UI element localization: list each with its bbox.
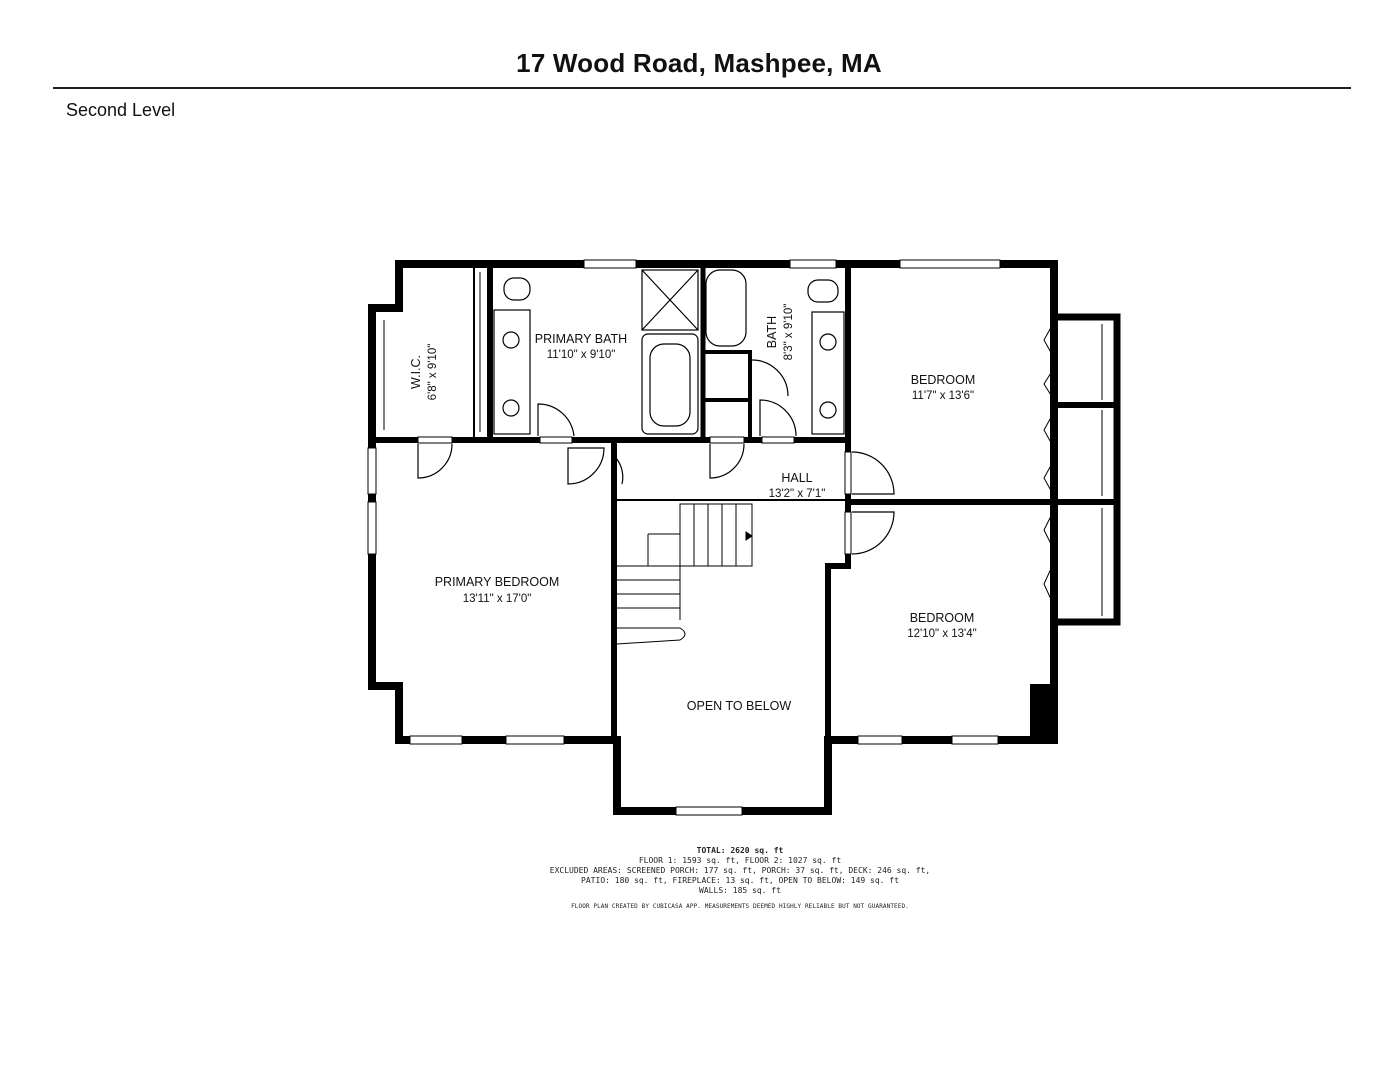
toilet bbox=[807, 279, 839, 303]
room-dims-primary-bath: 11'10" x 9'10" bbox=[547, 349, 616, 361]
room-label-bedroom-2: BEDROOM bbox=[910, 611, 975, 625]
tub-inner bbox=[649, 343, 691, 427]
window bbox=[857, 735, 903, 745]
chimney bbox=[1030, 684, 1056, 742]
room-dims-bedroom-1: 11'7" x 13'6" bbox=[912, 390, 974, 402]
window bbox=[951, 735, 999, 745]
walls-area: WALLS: 185 sq. ft bbox=[699, 886, 781, 895]
shower-x bbox=[641, 269, 699, 331]
room-dims-hall: 13'2" x 7'1" bbox=[769, 488, 826, 500]
sink bbox=[502, 399, 520, 417]
door bbox=[709, 443, 745, 479]
wall-bath-linen bbox=[701, 350, 752, 442]
room-dims-wic: 6'8" x 9'10" bbox=[427, 344, 439, 401]
sink bbox=[819, 333, 837, 351]
room-label-bedroom-1: BEDROOM bbox=[911, 373, 976, 387]
level-label: Second Level bbox=[66, 100, 176, 120]
door bbox=[537, 403, 575, 437]
room-label-primary-bath: PRIMARY BATH bbox=[535, 332, 627, 346]
room-label-hall: HALL bbox=[781, 471, 812, 485]
window bbox=[409, 735, 463, 745]
door bbox=[567, 447, 605, 485]
door bbox=[417, 443, 453, 479]
sink bbox=[819, 401, 837, 419]
door bbox=[751, 359, 789, 397]
room-dims-bedroom-2: 12'10" x 13'4" bbox=[907, 628, 976, 640]
room-dims-bath: 8'3" x 9'10" bbox=[783, 304, 795, 361]
door bbox=[611, 453, 624, 485]
window bbox=[505, 735, 565, 745]
window bbox=[675, 806, 743, 816]
closet-doors bbox=[1043, 411, 1055, 497]
tub-bath bbox=[705, 269, 747, 347]
window bbox=[899, 259, 1001, 269]
excluded-areas: EXCLUDED AREAS: SCREENED PORCH: 177 sq. … bbox=[549, 866, 931, 875]
page-title: 17 Wood Road, Mashpee, MA bbox=[516, 48, 882, 78]
floor-areas: FLOOR 1: 1593 sq. ft, FLOOR 2: 1027 sq. … bbox=[638, 856, 842, 865]
window bbox=[583, 259, 637, 269]
window bbox=[367, 447, 377, 495]
room-label-wic: W.I.C. bbox=[409, 355, 423, 389]
door bbox=[759, 399, 797, 437]
window bbox=[789, 259, 837, 269]
door bbox=[851, 511, 895, 555]
room-dims-primary-bedroom: 13'11" x 17'0" bbox=[463, 593, 532, 605]
toilet bbox=[503, 277, 531, 301]
exterior-wall-west bbox=[368, 260, 621, 744]
closet-doors bbox=[1043, 321, 1055, 401]
door bbox=[851, 451, 895, 495]
disclaimer: FLOOR PLAN CREATED BY CUBICASA APP. MEAS… bbox=[571, 903, 909, 910]
room-label-primary-bedroom: PRIMARY BEDROOM bbox=[435, 575, 560, 589]
area-summary: TOTAL: 2620 sq. ft FLOOR 1: 1593 sq. ft,… bbox=[430, 846, 1050, 912]
closet-doors bbox=[1043, 509, 1055, 607]
window bbox=[367, 501, 377, 555]
excluded-areas-cont: PATIO: 180 sq. ft, FIREPLACE: 13 sq. ft,… bbox=[581, 876, 899, 885]
exterior-wall-south-open bbox=[613, 736, 1034, 815]
room-label-open-to-below: OPEN TO BELOW bbox=[687, 699, 792, 713]
staircase bbox=[616, 503, 753, 645]
room-label-bath: BATH bbox=[765, 316, 779, 348]
exterior-wall-east-closet bbox=[1050, 313, 1121, 626]
title-divider bbox=[53, 87, 1351, 89]
total-area: TOTAL: 2620 sq. ft bbox=[696, 846, 784, 855]
sink bbox=[502, 331, 520, 349]
